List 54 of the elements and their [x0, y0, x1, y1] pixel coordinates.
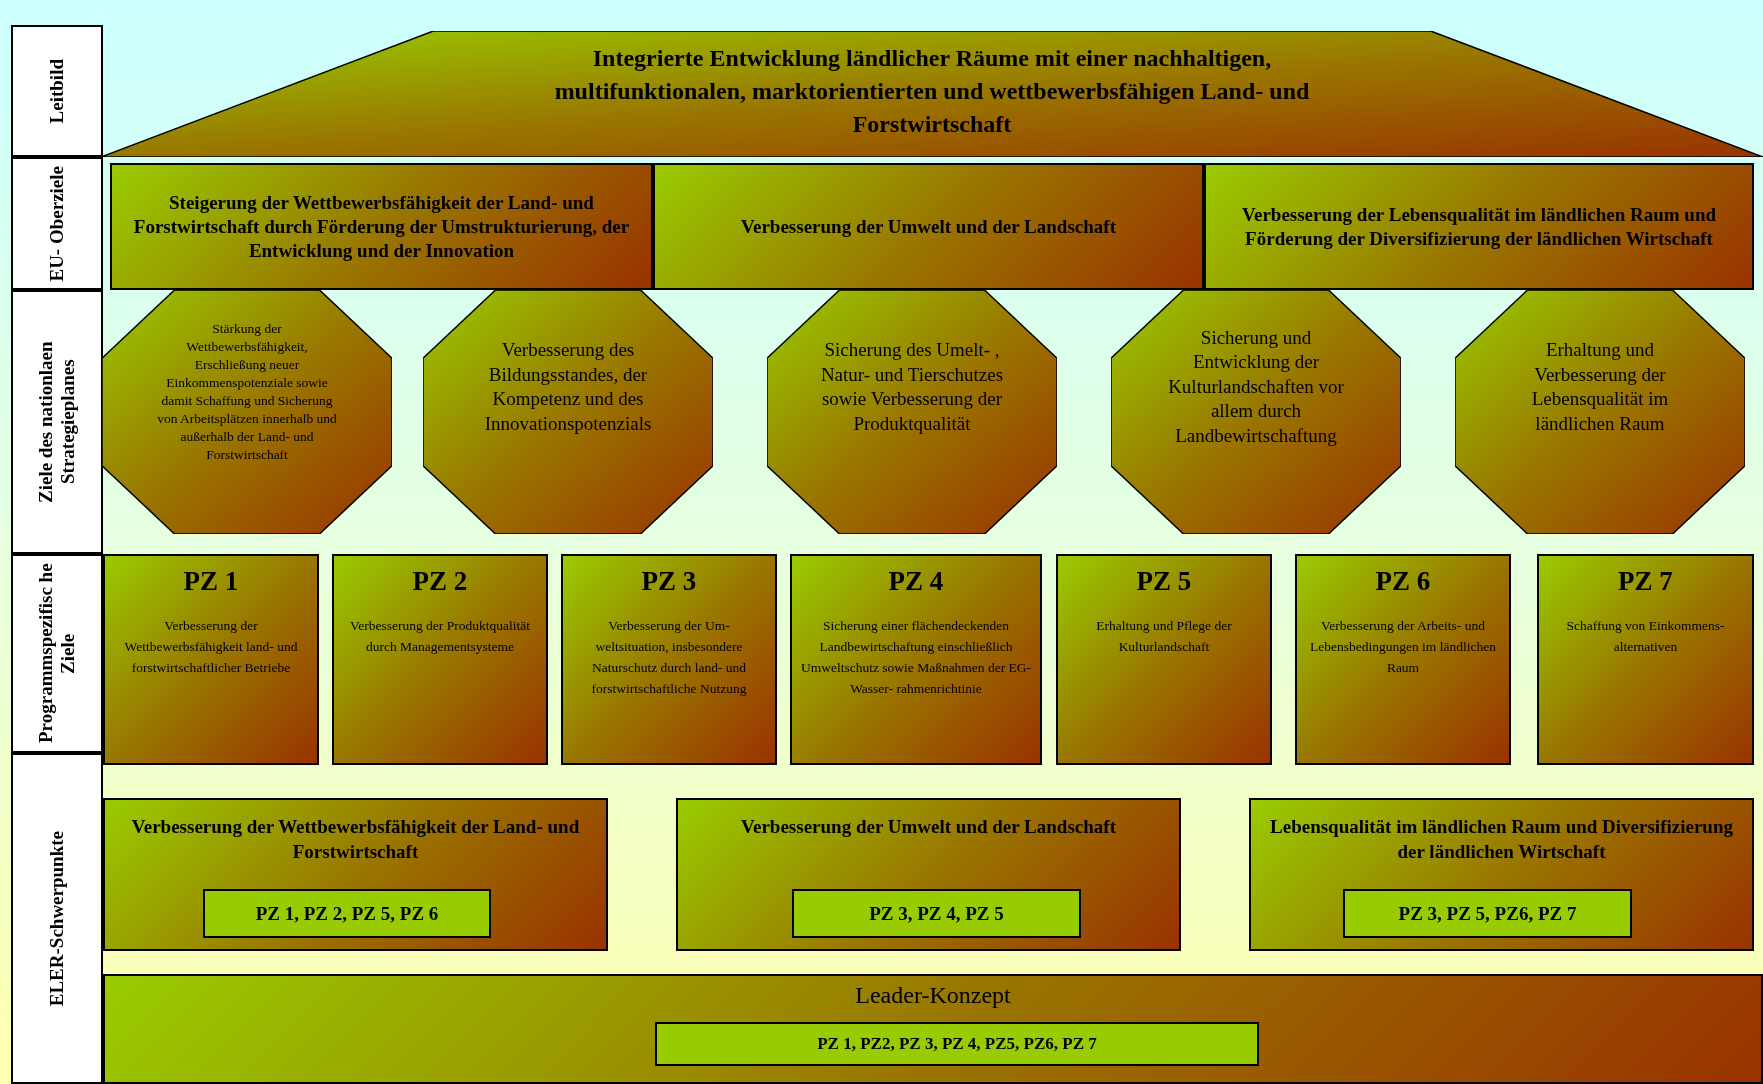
priority-title: Leader-Konzept — [854, 982, 1012, 1009]
priority-panel — [1249, 798, 1754, 951]
priority-title: Verbesserung der Wettbewerbsfähigkeit der Land- und Forstwirtschaft — [130, 815, 581, 864]
priority-title: Verbesserung der Umwelt und der Landschaft — [740, 815, 1117, 839]
objective-text: Verbesserung der Arbeits- und Lebensbedingungen im ländlichen Raum — [1309, 617, 1497, 677]
objective-list-box — [792, 889, 1081, 938]
objective-box — [1204, 163, 1754, 290]
objective-number: PZ 5 — [1136, 566, 1192, 597]
row-label: Programmspezifisc he Ziele — [11, 554, 103, 753]
objective-box — [110, 163, 653, 290]
objective-list: PZ 1, PZ 2, PZ 5, PZ 6 — [255, 902, 439, 925]
objective-number: PZ 6 — [1375, 566, 1431, 597]
objective-number: PZ 4 — [888, 566, 944, 597]
objective-box — [653, 163, 1204, 290]
priority-panel — [676, 798, 1181, 951]
objective-list-box — [203, 889, 491, 938]
objective-list: PZ 3, PZ 4, PZ 5 — [869, 902, 1004, 925]
mission-statement: Integrierte Entwicklung ländlicher Räume mit einer nachhaltigen, multifunktionalen, marktorientierten und wettbewerbsfähigen Land- und Forstwirtschaft — [553, 43, 1311, 139]
objective-list-box — [1343, 889, 1632, 938]
objective-number: PZ 2 — [412, 566, 468, 597]
objective-text: Sicherung des Umelt- , Natur- und Tierschutzes sowie Verbesserung der Produktqualität — [819, 338, 1005, 436]
objective-card — [1295, 554, 1511, 765]
objective-list-box — [655, 1022, 1259, 1066]
row-label: Ziele des nationlaen Strategieplanes — [11, 290, 103, 554]
objective-card — [332, 554, 548, 765]
row-label: EU- Oberziele — [11, 157, 103, 290]
row-label: Leitbild — [11, 25, 103, 157]
objective-number: PZ 7 — [1618, 566, 1673, 597]
objective-card — [790, 554, 1042, 765]
objective-text: Steigerung der Wettbewerbsfähigkeit der Land- und Forstwirtschaft durch Förderung der Umstrukturierung, der Entwicklung und der Innovation — [132, 190, 631, 263]
objective-card — [103, 554, 319, 765]
objective-text: Verbesserung der Um- weltsituation, insbesondere Naturschutz durch land- und forstwirtschaftliche Nutzung — [590, 617, 748, 698]
objective-card — [561, 554, 777, 765]
objective-text: Verbesserung der Lebensqualität im ländlichen Raum und Förderung der Diversifizierung der ländlichen Wirtschaft — [1241, 202, 1717, 251]
objective-text: Verbesserung des Bildungsstandes, der Kompetenz und des Innovationspotenzials — [483, 338, 653, 436]
objective-card — [1056, 554, 1272, 765]
objective-number: PZ 3 — [641, 566, 697, 597]
objective-text: Erhaltung und Verbesserung der Lebensqualität im ländlichen Raum — [1530, 338, 1670, 436]
objective-text: Sicherung und Entwicklung der Kulturlandschaften vor allem durch Landbewirtschaftung — [1167, 325, 1345, 448]
objective-text: Verbesserung der Produktqualität durch Managementsysteme — [349, 617, 531, 656]
objective-text: Sicherung einer flächendeckenden Landbewirtschaftung einschließlich Umweltschutz sowie Maßnahmen der EG-Wasser- rahmenrichtinie — [800, 617, 1032, 698]
objective-number: PZ 1 — [183, 566, 239, 597]
objective-list: PZ 3, PZ 5, PZ6, PZ 7 — [1398, 902, 1577, 925]
objective-text: Verbesserung der Wettbewerbsfähigkeit land- und forstwirtschaftlicher Betriebe — [123, 617, 299, 677]
objective-text: Stärkung der Wettbewerbsfähigkeit, Erschließung neuer Einkommenspotenziale sowie damit Schaffung und Sicherung von Arbeitsplätzen innerhalb und außerhalb der Land- und Forstwirtschaft — [157, 320, 337, 464]
priority-title: Lebensqualität im ländlichen Raum und Diversifizierung der ländlichen Wirtschaft — [1269, 815, 1734, 864]
objective-list: PZ 1, PZ2, PZ 3, PZ 4, PZ5, PZ6, PZ 7 — [817, 1034, 1097, 1054]
leader-panel — [103, 974, 1763, 1084]
objective-text: Verbesserung der Umwelt und der Landschaft — [741, 214, 1116, 239]
objective-text: Erhaltung und Pflege der Kulturlandschaft — [1095, 617, 1233, 656]
objective-text: Schaffung von Einkommens- alternativen — [1565, 617, 1726, 656]
objective-card — [1537, 554, 1754, 765]
priority-panel — [103, 798, 608, 951]
row-label: ELER-Schwerpunkte — [11, 753, 103, 1084]
